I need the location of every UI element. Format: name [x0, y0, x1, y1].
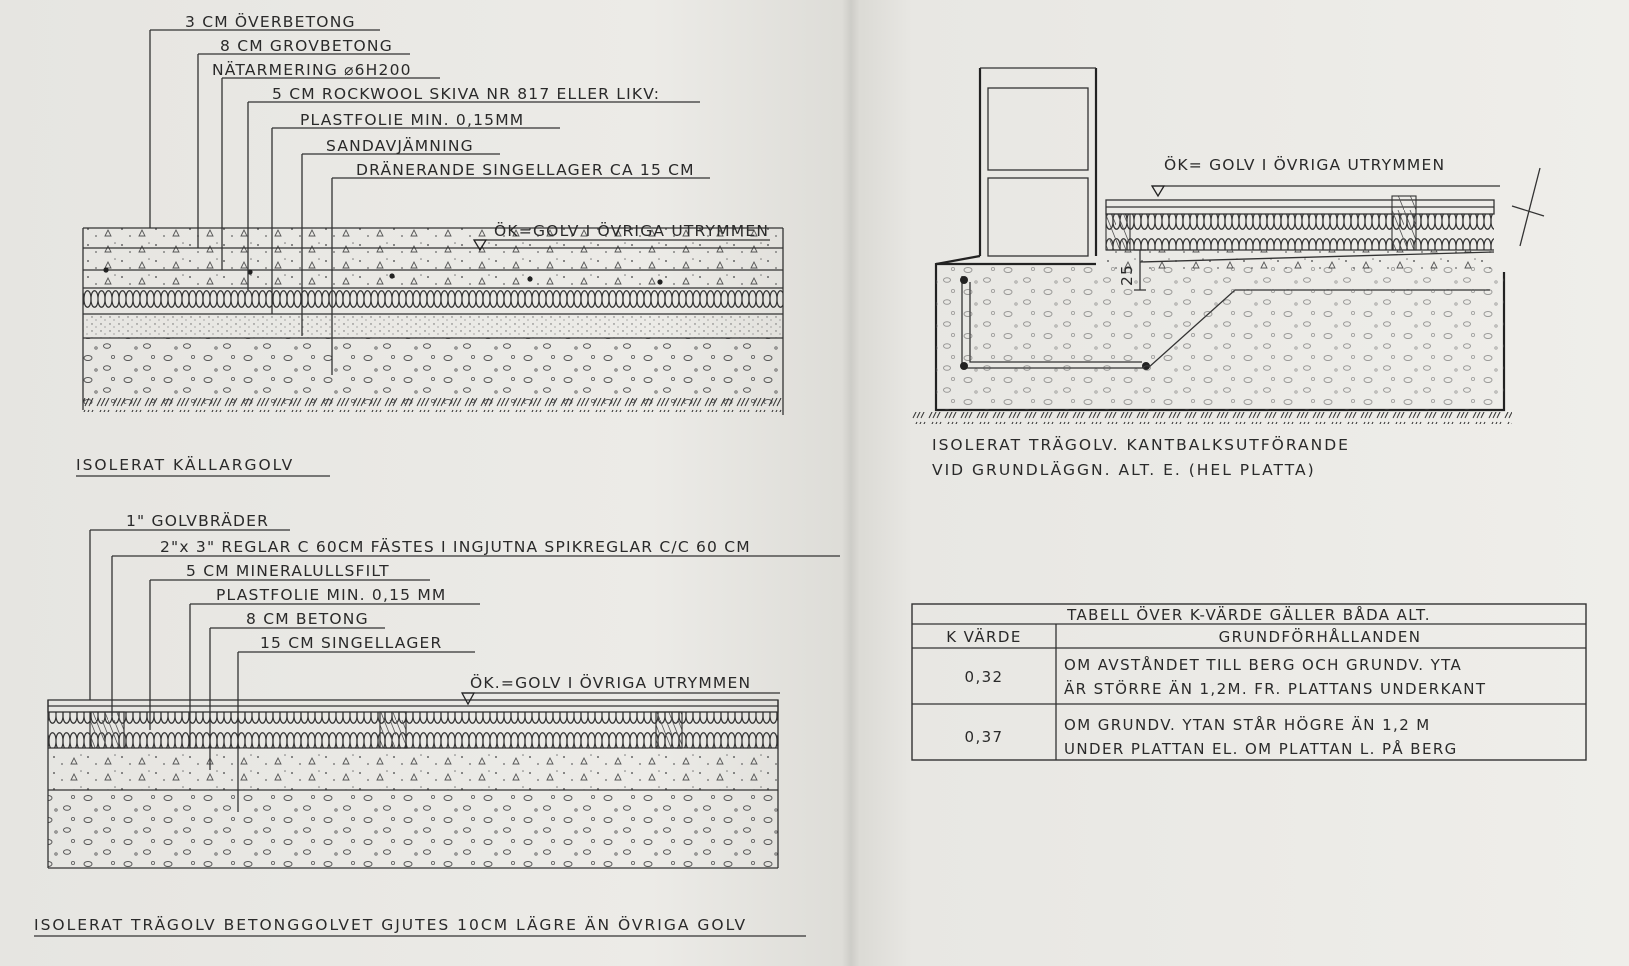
edge-beam-section: 25 ÖK= GOLV I ÖVRIGA UTRYMMEN ISOLERAT T… [912, 67, 1545, 479]
joist [379, 711, 407, 749]
level-label: ÖK.=GOLV I ÖVRIGA UTRYMMEN [470, 673, 751, 692]
concrete-slab [936, 264, 1504, 410]
cellar-layer-label: 5 CM ROCKWOOL SKIVA NR 817 ELLER LIKV: [272, 85, 660, 103]
wood-layer-label: 8 CM BETONG [246, 610, 369, 628]
ground-hatch [83, 398, 783, 412]
table-title: TABELL ÖVER K-VÄRDE GÄLLER BÅDA ALT. [1066, 605, 1431, 624]
table-cell-k: 0,32 [965, 668, 1004, 686]
section-title: ISOLERAT TRÄGOLV BETONGGOLVET GJUTES 10C… [34, 915, 747, 934]
wall-block [987, 87, 1089, 171]
wood-layer-label: 5 CM MINERALULLSFILT [186, 562, 390, 580]
cellar-layer-label: 8 CM GROVBETONG [220, 37, 393, 55]
k-value-table: TABELL ÖVER K-VÄRDE GÄLLER BÅDA ALT. K V… [911, 603, 1587, 761]
joist [89, 711, 125, 749]
cellar-floor-section: 3 CM ÖVERBETONG 8 CM GROVBETONG NÄTARMER… [76, 12, 784, 477]
table-cell-k: 0,37 [965, 728, 1004, 746]
table-cell-text: OM GRUNDV. YTAN STÅR HÖGRE ÄN 1,2 M [1064, 715, 1431, 734]
top-concrete-layer [83, 228, 783, 248]
joist [1391, 195, 1417, 251]
level-label: ÖK= GOLV I ÖVRIGA UTRYMMEN [1164, 155, 1445, 174]
section-title: VID GRUNDLÄGGN. ALT. E. (HEL PLATTA) [932, 460, 1316, 479]
wood-layer-label: 2"x 3" REGLAR C 60CM FÄSTES I INGJUTNA S… [160, 537, 751, 556]
coarse-concrete-layer [83, 248, 783, 288]
cellar-layer-label: NÄTARMERING ⌀6H200 [212, 60, 412, 79]
concrete-layer [48, 748, 778, 790]
concrete-topping [1106, 250, 1494, 272]
table-header: GRUNDFÖRHÅLLANDEN [1219, 627, 1422, 646]
wood-layer-label: PLASTFOLIE MIN. 0,15 MM [216, 586, 446, 604]
gravel-layer [48, 790, 778, 868]
wood-layer-label: 15 CM SINGELLAGER [260, 634, 443, 652]
sand-layer [83, 314, 783, 338]
wood-floor-section: 1" GOLVBRÄDER 2"x 3" REGLAR C 60CM FÄSTE… [34, 511, 840, 937]
paper-fold [842, 0, 860, 966]
section-title: ISOLERAT TRÄGOLV. KANTBALKSUTFÖRANDE [932, 435, 1350, 454]
dimension-label: 25 [1118, 264, 1136, 286]
joist [1105, 213, 1131, 251]
gravel-layer [83, 338, 783, 404]
rockwool-layer [83, 288, 783, 314]
wood-layer-label: 1" GOLVBRÄDER [126, 511, 269, 530]
ground-hatch [912, 412, 1512, 424]
section-title: ISOLERAT KÄLLARGOLV [76, 455, 294, 474]
level-label: ÖK=GOLV I ÖVRIGA UTRYMMEN [494, 221, 769, 240]
pen-mark [1511, 167, 1545, 247]
insulation-layer [1106, 214, 1494, 250]
table-header: K VÄRDE [946, 627, 1021, 646]
table-cell-text: UNDER PLATTAN EL. OM PLATTAN L. PÅ BERG [1064, 739, 1458, 758]
joist [655, 711, 683, 749]
wall-block [987, 177, 1089, 257]
cellar-layer-label: PLASTFOLIE MIN. 0,15MM [300, 111, 524, 129]
table-cell-text: OM AVSTÅNDET TILL BERG OCH GRUNDV. YTA [1064, 655, 1462, 674]
cellar-layer-label: SANDAVJÄMNING [326, 136, 474, 155]
cellar-layer-label: DRÄNERANDE SINGELLAGER CA 15 CM [356, 160, 695, 179]
table-cell-text: ÄR STÖRRE ÄN 1,2M. FR. PLATTANS UNDERKAN… [1064, 679, 1486, 698]
cellar-layer-label: 3 CM ÖVERBETONG [185, 12, 356, 31]
